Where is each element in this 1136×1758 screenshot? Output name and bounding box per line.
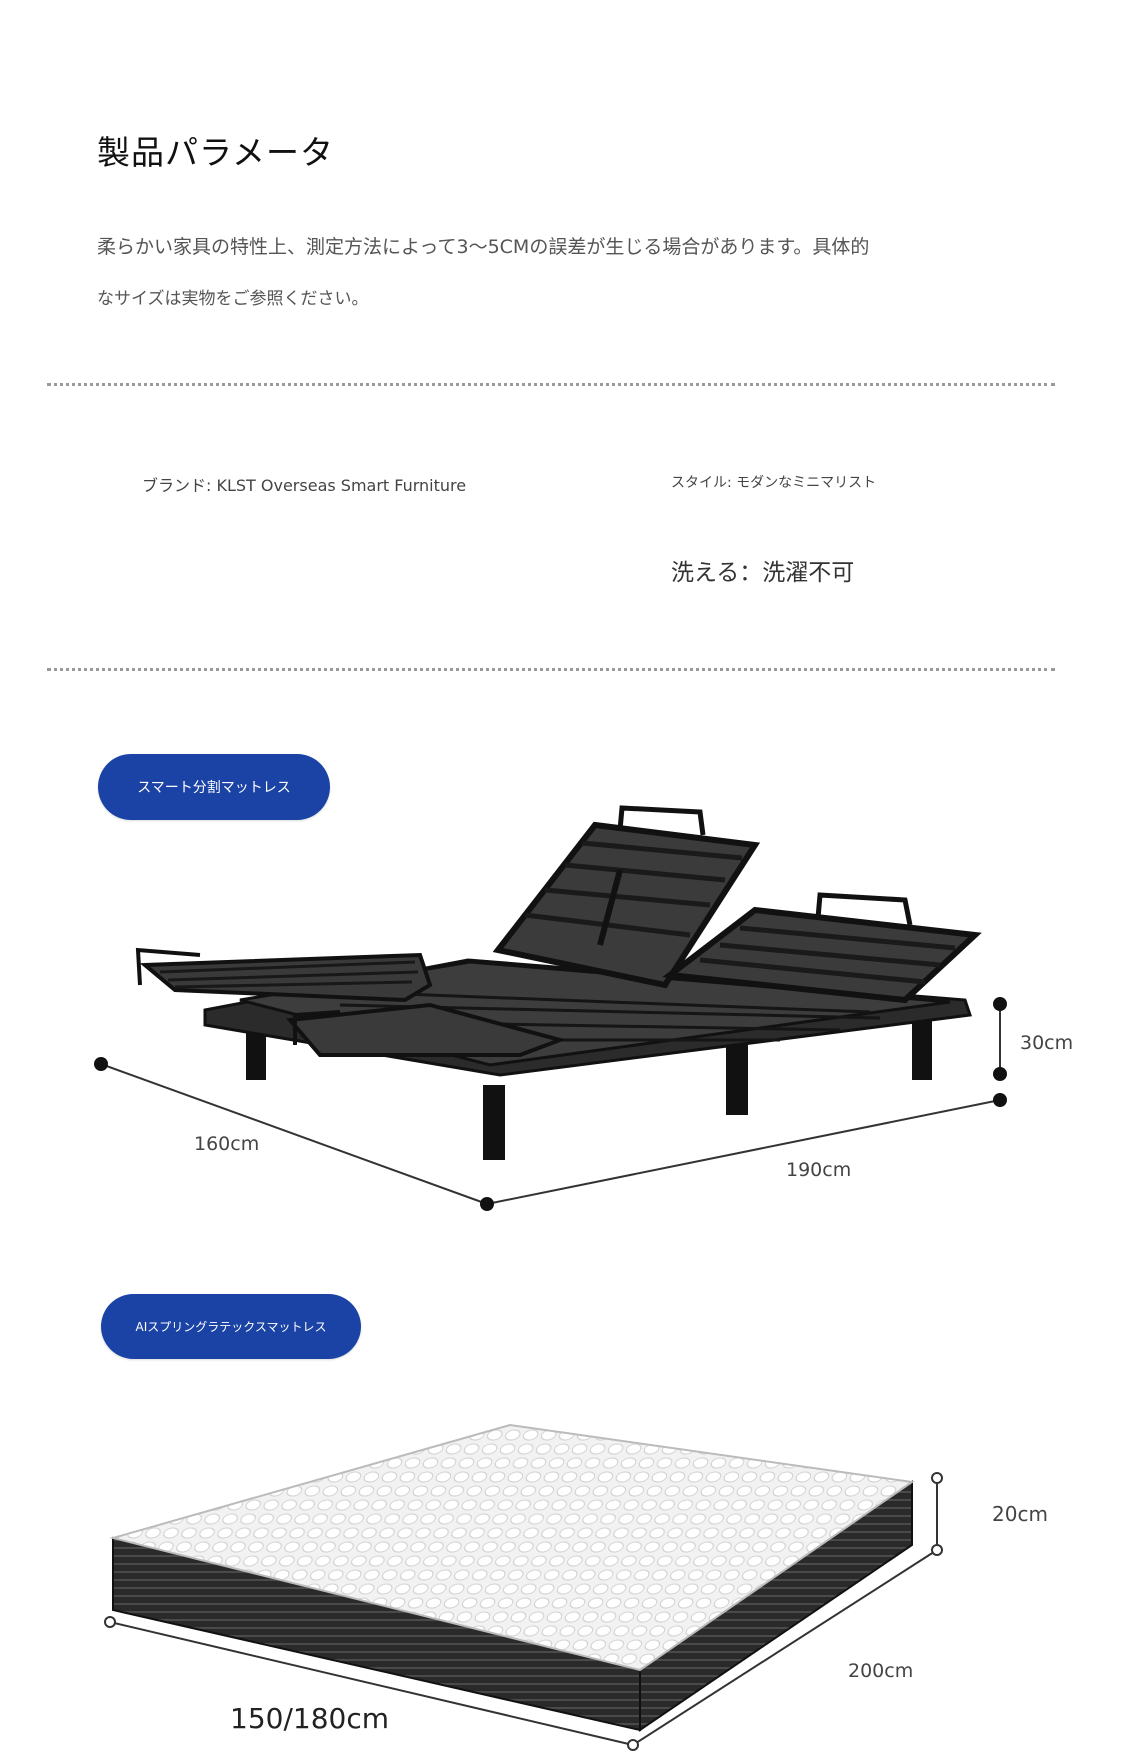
dimension-line-length [486, 1099, 1001, 1205]
bed-leg [246, 1025, 266, 1080]
mattress-top [109, 1423, 915, 1672]
dimension-line-length [632, 1549, 938, 1746]
param-style: スタイル: モダンなミニマリスト [671, 475, 877, 491]
description-line-1: 柔らかい家具の特性上、測定方法によって3〜5CMの誤差が生じる場合があります。具… [97, 236, 870, 258]
page-title: 製品パラメータ [97, 133, 335, 172]
mattress-width-label: 150/180cm [230, 1702, 389, 1735]
dimension-line-width [100, 1063, 488, 1205]
divider-top [47, 383, 1055, 386]
product-label-mattress: AIスプリングラテックスマットレス [101, 1294, 361, 1359]
product-label-smart-bed: スマート分割マットレス [98, 754, 330, 820]
bed-width-label: 160cm [194, 1133, 260, 1155]
mattress-image [104, 1423, 943, 1751]
bed-height-label: 30cm [1020, 1032, 1074, 1054]
bed-length-label: 190cm [786, 1159, 852, 1181]
adjustable-bed-image [94, 805, 1007, 1211]
bed-leg [726, 1045, 748, 1115]
param-brand: ブランド: KLST Overseas Smart Furniture [142, 476, 467, 495]
bed-leg [912, 1010, 932, 1080]
divider-bottom [47, 668, 1055, 671]
bed-leg [483, 1085, 505, 1160]
param-washable: 洗える：洗濯不可 [671, 560, 855, 586]
mattress-height-label: 20cm [992, 1502, 1048, 1526]
description-line-2: なサイズは実物をご参照ください。 [97, 289, 369, 309]
bed-head-section-left [492, 821, 761, 989]
dimension-line-width [109, 1621, 634, 1746]
bed-foot-section-front [286, 1002, 567, 1057]
mattress-length-label: 200cm [848, 1660, 914, 1682]
